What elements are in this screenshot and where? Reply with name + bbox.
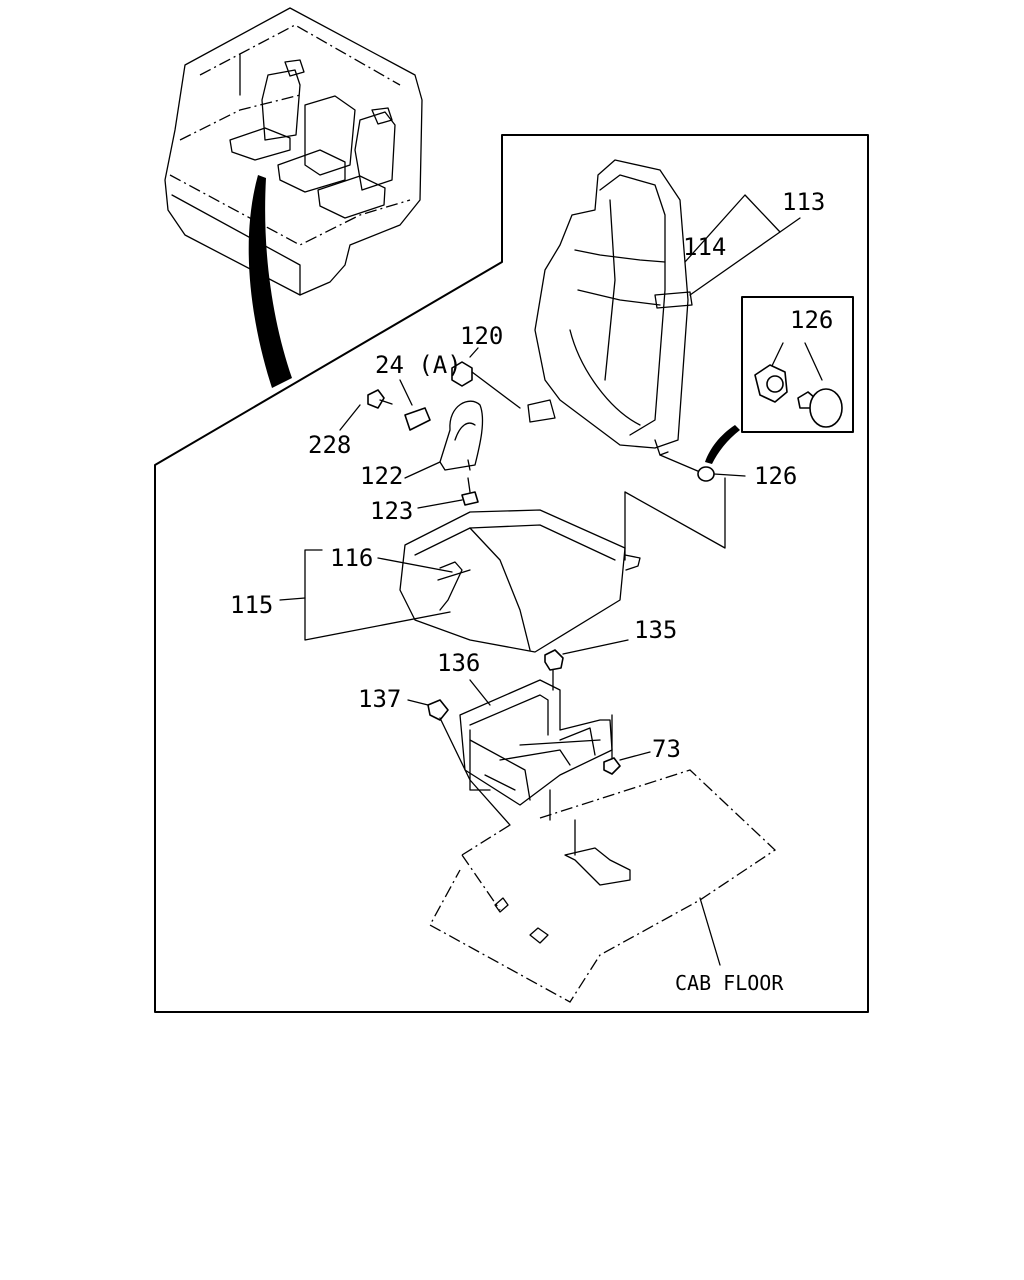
part-24a [399,379,431,431]
label-116: 116 [330,544,373,572]
seat-base-136 [459,679,613,806]
label-137: 137 [358,685,401,713]
label-126: 126 [754,462,797,490]
main-panel-border [154,134,869,1013]
label-cab-floor: CAB FLOOR [675,971,784,995]
cab-seat-passenger [317,107,396,219]
label-24a: 24 (A) [375,351,462,379]
label-228: 228 [308,431,351,459]
bolt-137 [407,699,511,826]
location-pointer-arrow [248,175,292,388]
seat-cushion [399,509,641,653]
label-114: 114 [683,233,726,261]
label-73: 73 [652,735,681,763]
label-113: 113 [782,188,825,216]
cab-seat-driver [229,59,305,161]
nut-135 [544,639,629,691]
label-135: 135 [634,616,677,644]
seat-back [527,159,693,456]
cab-seat-center [277,95,356,193]
inset-pointer [705,425,740,464]
inset-box-126 [741,296,854,433]
bolt-123 [417,477,479,509]
cab-overview [164,7,423,296]
label-122: 122 [360,462,403,490]
bolt-120 [451,347,521,409]
cab-floor [429,769,777,1003]
label-115: 115 [230,591,273,619]
label-126-inset: 126 [790,306,833,334]
nut-73 [603,714,651,775]
label-136: 136 [437,649,480,677]
inset-clips [754,342,843,428]
clip-126 [659,454,746,482]
label-120: 120 [460,322,503,350]
bolt-228 [339,389,393,431]
hinge-122 [404,400,484,479]
label-123: 123 [370,497,413,525]
